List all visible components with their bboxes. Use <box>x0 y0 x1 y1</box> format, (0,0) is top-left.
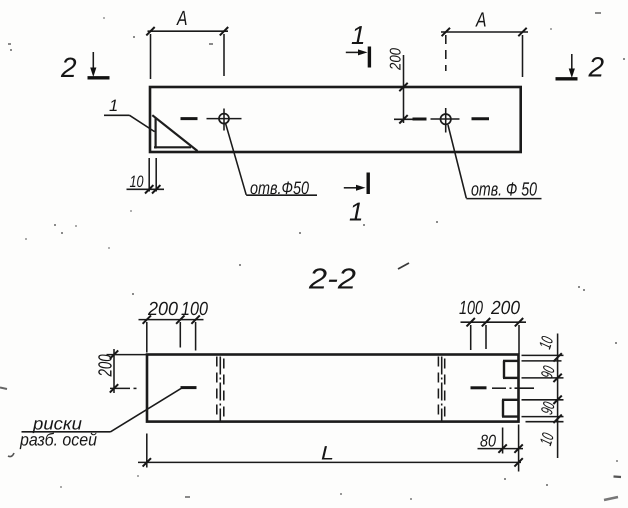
svg-text:1: 1 <box>349 197 363 227</box>
svg-text:10: 10 <box>130 173 145 191</box>
svg-text:A: A <box>175 7 187 30</box>
svg-text:1: 1 <box>109 97 118 115</box>
svg-text:80: 80 <box>480 431 496 450</box>
svg-text:1: 1 <box>351 20 365 50</box>
svg-text:риски: риски <box>32 414 82 434</box>
svg-text:L: L <box>321 443 334 465</box>
svg-text:2-2: 2-2 <box>308 264 356 296</box>
svg-text:200: 200 <box>388 48 405 71</box>
svg-text:разб. осей: разб. осей <box>19 430 97 450</box>
svg-text:100: 100 <box>459 298 483 319</box>
svg-text:A: A <box>474 9 486 32</box>
svg-text:2: 2 <box>60 52 77 83</box>
svg-text:отв.Ф50: отв.Ф50 <box>250 178 309 198</box>
svg-text:200: 200 <box>96 354 117 377</box>
svg-text:2: 2 <box>588 52 605 83</box>
svg-text:100: 100 <box>181 299 208 320</box>
svg-text:200: 200 <box>147 299 178 320</box>
svg-text:200: 200 <box>490 298 520 319</box>
svg-text:отв. Ф 50: отв. Ф 50 <box>471 180 537 201</box>
